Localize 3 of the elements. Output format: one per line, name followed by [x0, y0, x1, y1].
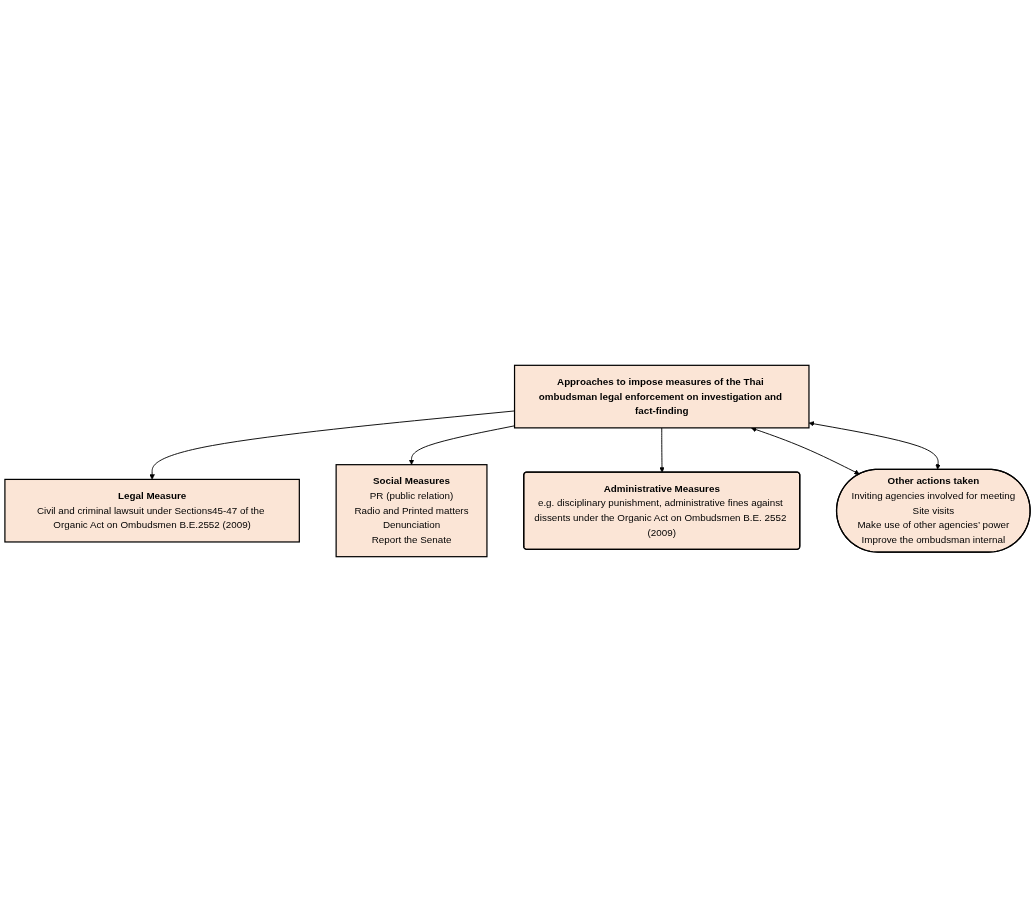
node-box: Legal Measure Civil and criminal lawsuit under Sections45-47 of the Organic Act on Ombudsmen B.E.2552 (2009)	[4, 478, 300, 543]
node-box: Social Measures PR (public relation) Radio and Printed matters Denunciation Report the Senate	[335, 464, 488, 558]
node-box: Approaches to impose measures of the Thai ombudsman legal enforcement on investigation and fact-finding	[513, 364, 810, 429]
